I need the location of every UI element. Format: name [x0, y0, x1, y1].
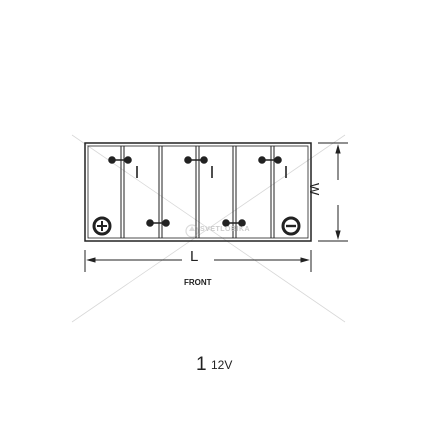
strap-ticks — [136, 166, 287, 178]
watermark-logo-icon — [185, 224, 199, 238]
front-label: FRONT — [184, 278, 212, 287]
voltage-label: 12V — [211, 358, 233, 372]
length-label: L — [190, 248, 199, 265]
watermark-lines — [71, 134, 346, 323]
minus-icon — [281, 216, 301, 236]
cell-connectors — [108, 156, 282, 227]
length-dimension — [84, 250, 312, 272]
plus-icon — [92, 216, 112, 236]
width-label: W — [307, 183, 322, 196]
scheme-number: 1 — [196, 354, 207, 375]
watermark-text: SVETLOBIKA — [200, 226, 251, 233]
width-dimension — [318, 142, 348, 242]
battery-body — [84, 142, 312, 242]
